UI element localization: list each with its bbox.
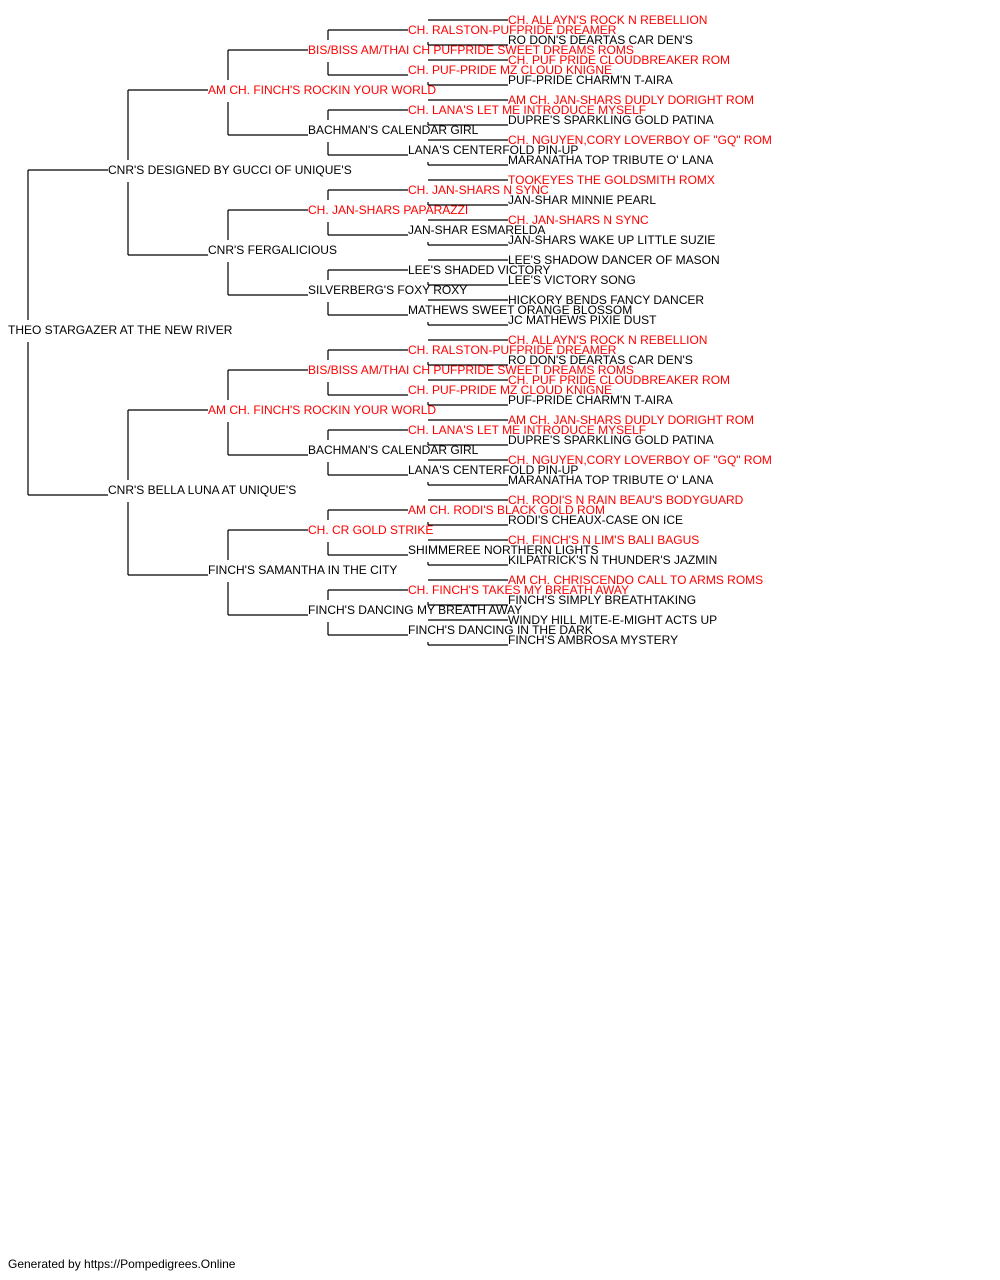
dog-name-gen4-11: LANA'S CENTERFOLD PIN-UP	[408, 463, 578, 477]
dog-name-gen4-2: CH. LANA'S LET ME INTRODUCE MYSELF	[408, 103, 646, 117]
dog-name-gen4-3: LANA'S CENTERFOLD PIN-UP	[408, 143, 578, 157]
dog-name-gen5-10: CH. JAN-SHARS N SYNC	[508, 213, 649, 227]
dog-name-gen5-4: AM CH. JAN-SHARS DUDLY DORIGHT ROM	[508, 93, 754, 107]
dog-name-gen4-15: FINCH'S DANCING IN THE DARK	[408, 623, 593, 637]
pedigree-tree: THEO STARGAZER AT THE NEW RIVER CNR'S DES…	[8, 13, 772, 647]
dog-name-gen3-3: SILVERBERG'S FOXY ROXY	[308, 283, 467, 297]
dog-name-gen5-20: AM CH. JAN-SHARS DUDLY DORIGHT ROM	[508, 413, 754, 427]
dog-name-gen4-14: CH. FINCH'S TAKES MY BREATH AWAY	[408, 583, 629, 597]
dog-name-gen4-10: CH. LANA'S LET ME INTRODUCE MYSELF	[408, 423, 646, 437]
dog-name-gen2-1: CNR'S FERGALICIOUS	[208, 243, 337, 257]
dog-name-gen4-9: CH. PUF-PRIDE MZ CLOUD KNIGNE	[408, 383, 612, 397]
dog-name-gen3-4: BIS/BISS AM/THAI CH PUFPRIDE SWEET DREAM…	[308, 363, 634, 377]
dog-name-gen3-6: CH. CR GOLD STRIKE	[308, 523, 433, 537]
dog-name-gen5-25: RODI'S CHEAUX-CASE ON ICE	[508, 513, 683, 527]
dog-name-gen5-28: AM CH. CHRISCENDO CALL TO ARMS ROMS	[508, 573, 763, 587]
dog-name-gen4-8: CH. RALSTON-PUFPRIDE DREAMER	[408, 343, 617, 357]
dog-name-gen3-0: BIS/BISS AM/THAI CH PUFPRIDE SWEET DREAM…	[308, 43, 634, 57]
dog-name-gen4-0: CH. RALSTON-PUFPRIDE DREAMER	[408, 23, 617, 37]
dog-name-gen5-24: CH. RODI'S N RAIN BEAU'S BODYGUARD	[508, 493, 744, 507]
dog-name-gen5-5: DUPRE'S SPARKLING GOLD PATINA	[508, 113, 714, 127]
connector-lines	[27, 19, 508, 646]
dog-name-gen5-6: CH. NGUYEN,CORY LOVERBOY OF "GQ" ROM	[508, 133, 772, 147]
dog-name-gen5-26: CH. FINCH'S N LIM'S BALI BAGUS	[508, 533, 699, 547]
dog-name-gen5-12: LEE'S SHADOW DANCER OF MASON	[508, 253, 720, 267]
dog-name-gen5-13: LEE'S VICTORY SONG	[508, 273, 636, 287]
dog-name-gen5-22: CH. NGUYEN,CORY LOVERBOY OF "GQ" ROM	[508, 453, 772, 467]
dog-name-gen5-23: MARANATHA TOP TRIBUTE O' LANA	[508, 473, 713, 487]
dog-name-gen5-30: WINDY HILL MITE-E-MIGHT ACTS UP	[508, 613, 717, 627]
dog-name-gen2-0: AM CH. FINCH'S ROCKIN YOUR WORLD	[208, 83, 436, 97]
dog-name-gen4-12: AM CH. RODI'S BLACK GOLD ROM	[408, 503, 605, 517]
dog-name-gen5-14: HICKORY BENDS FANCY DANCER	[508, 293, 704, 307]
dog-name-gen2-2: AM CH. FINCH'S ROCKIN YOUR WORLD	[208, 403, 436, 417]
dog-name-gen3-2: CH. JAN-SHARS PAPARAZZI	[308, 203, 468, 217]
dog-name-gen1-0: CNR'S DESIGNED BY GUCCI OF UNIQUE'S	[108, 163, 352, 177]
dog-name-gen5-21: DUPRE'S SPARKLING GOLD PATINA	[508, 433, 714, 447]
dog-name-gen5-0: CH. ALLAYN'S ROCK N REBELLION	[508, 13, 707, 27]
dog-name-gen5-19: PUF-PRIDE CHARM'N T-AIRA	[508, 393, 673, 407]
dog-name-gen4-13: SHIMMEREE NORTHERN LIGHTS	[408, 543, 598, 557]
dog-name-gen5-27: KILPATRICK'S N THUNDER'S JAZMIN	[508, 553, 717, 567]
dog-name-gen5-17: RO DON'S DEARTAS CAR DEN'S	[508, 353, 693, 367]
dog-name-gen5-31: FINCH'S AMBROSA MYSTERY	[508, 633, 678, 647]
dog-name-gen0-0: THEO STARGAZER AT THE NEW RIVER	[8, 323, 233, 337]
dog-name-gen5-11: JAN-SHARS WAKE UP LITTLE SUZIE	[508, 233, 715, 247]
dog-name-gen1-1: CNR'S BELLA LUNA AT UNIQUE'S	[108, 483, 296, 497]
dog-name-gen4-7: MATHEWS SWEET ORANGE BLOSSOM	[408, 303, 632, 317]
dog-name-gen5-18: CH. PUF PRIDE CLOUDBREAKER ROM	[508, 373, 730, 387]
dog-name-gen5-3: PUF-PRIDE CHARM'N T-AIRA	[508, 73, 673, 87]
dog-name-gen5-9: JAN-SHAR MINNIE PEARL	[508, 193, 656, 207]
dog-name-gen3-5: BACHMAN'S CALENDAR GIRL	[308, 443, 479, 457]
dog-name-gen2-3: FINCH'S SAMANTHA IN THE CITY	[208, 563, 397, 577]
dog-name-gen4-4: CH. JAN-SHARS N SYNC	[408, 183, 549, 197]
dog-name-gen5-1: RO DON'S DEARTAS CAR DEN'S	[508, 33, 693, 47]
dog-name-gen4-6: LEE'S SHADED VICTORY	[408, 263, 551, 277]
dog-name-gen4-1: CH. PUF-PRIDE MZ CLOUD KNIGNE	[408, 63, 612, 77]
dog-name-gen4-5: JAN-SHAR ESMARELDA	[408, 223, 545, 237]
dog-name-gen5-16: CH. ALLAYN'S ROCK N REBELLION	[508, 333, 707, 347]
dog-name-gen5-29: FINCH'S SIMPLY BREATHTAKING	[508, 593, 696, 607]
dog-name-gen3-7: FINCH'S DANCING MY BREATH AWAY	[308, 603, 522, 617]
dog-name-gen3-1: BACHMAN'S CALENDAR GIRL	[308, 123, 479, 137]
dog-name-gen5-15: JC MATHEWS PIXIE DUST	[508, 313, 657, 327]
dog-name-labels: THEO STARGAZER AT THE NEW RIVER CNR'S DES…	[8, 13, 772, 647]
generated-by-footer[interactable]: Generated by https://Pompedigrees.Online	[8, 1257, 236, 1271]
dog-name-gen5-2: CH. PUF PRIDE CLOUDBREAKER ROM	[508, 53, 730, 67]
dog-name-gen5-7: MARANATHA TOP TRIBUTE O' LANA	[508, 153, 713, 167]
dog-name-gen5-8: TOOKEYES THE GOLDSMITH ROMX	[508, 173, 715, 187]
